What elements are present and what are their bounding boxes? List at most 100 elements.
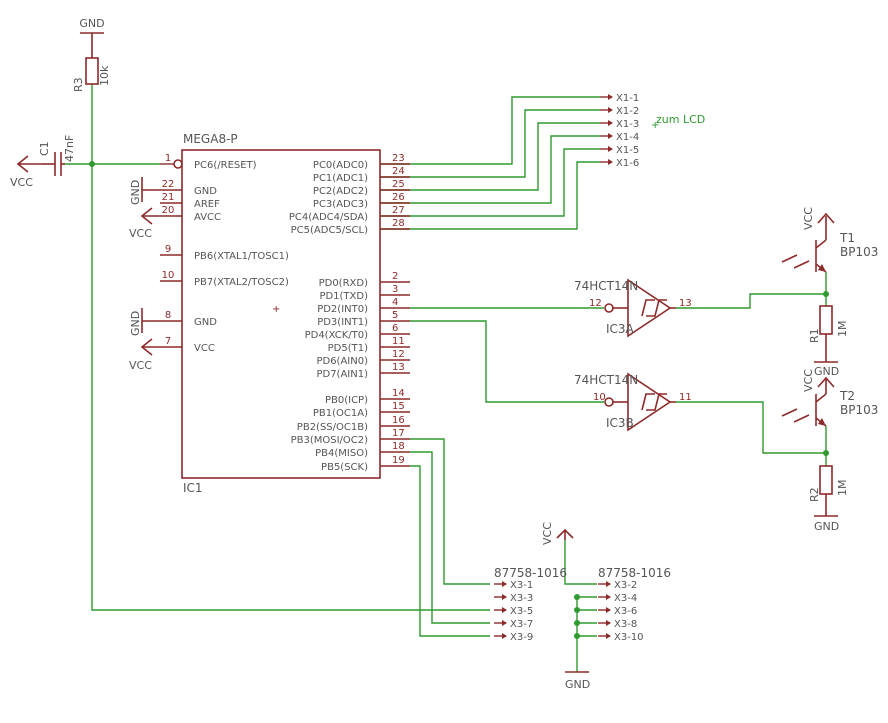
c1-value: 47nF: [63, 135, 76, 162]
c1-name: C1: [38, 141, 51, 156]
pin-label: PC0(ADC0): [313, 160, 368, 171]
ic3a-type: 74HCT14N: [574, 279, 638, 293]
connector-pin: X1-4: [600, 132, 639, 143]
ic1-type: MEGA8-P: [183, 132, 238, 146]
t2-emitter-arrow: [818, 418, 826, 426]
pin-label: X3-3: [510, 593, 533, 604]
pb5-wire: [410, 465, 490, 637]
ic3a-inversion-bubble: [604, 303, 614, 313]
x3-left-type: 87758-1016: [494, 566, 567, 580]
pb4-wire: [410, 451, 490, 624]
connector-pin: X3-10: [598, 632, 644, 643]
pin-label: PD6(AIN0): [316, 356, 368, 367]
pin-label: PB7(XTAL2/TOSC2): [194, 277, 289, 288]
connector-pin: X3-4: [598, 593, 637, 604]
ic3b-out-wire: [676, 401, 826, 454]
ic3b-type: 74HCT14N: [574, 373, 638, 387]
reset-to-x3-5-wire: [91, 164, 490, 611]
pin-label: PB1(OC1A): [313, 408, 368, 419]
pin-label: X3-10: [614, 632, 644, 643]
pin-label: PD0(RXD): [319, 278, 368, 289]
x1-note: zum LCD: [656, 113, 705, 126]
light-arrows-icon: [781, 408, 810, 423]
pin-label: X3-9: [510, 632, 533, 643]
pin-label: PB2(SS/OC1B): [297, 422, 368, 433]
pin-label: X3-5: [510, 606, 533, 617]
pin-label: X3-6: [614, 606, 637, 617]
pin-number: 1: [165, 153, 171, 164]
junction-dot: [574, 633, 580, 639]
pin-label: PC4(ADC4/SDA): [289, 212, 368, 223]
pin-label: X1-4: [616, 132, 639, 143]
vcc-label: VCC: [802, 207, 815, 230]
pin-label: X3-1: [510, 580, 533, 591]
gnd-label: GND: [79, 17, 104, 30]
pc5-wire: [380, 161, 600, 230]
connector-pin: X3-2: [598, 580, 637, 591]
pin-number: 12: [392, 349, 405, 360]
c1-capacitor: C1 47nF VCC: [10, 135, 76, 189]
connector-pin: X1-6: [600, 158, 639, 169]
ic3b-triangle: [627, 372, 672, 432]
junction-dot: [574, 607, 580, 613]
pd3-wire: [410, 320, 604, 403]
pin-label: PC5(ADC5/SCL): [291, 225, 368, 236]
pin-number: 25: [392, 179, 405, 190]
ic3b-inversion-bubble: [604, 397, 614, 407]
pin-arrow-icon: [502, 607, 507, 613]
pc3-wire: [380, 135, 600, 204]
c1-plates: [54, 152, 62, 176]
pin-number: 9: [165, 244, 171, 255]
vcc-arrow: [140, 338, 160, 356]
pin-label: X3-2: [614, 580, 637, 591]
pin-number: 11: [392, 336, 405, 347]
vcc-label: VCC: [129, 359, 152, 372]
pin-number: 22: [162, 179, 175, 190]
pin-label: PC1(ADC1): [313, 173, 368, 184]
ic3b-name: IC3B: [606, 416, 634, 430]
pin-label: PB4(MISO): [315, 448, 368, 459]
t1-value: BP103: [840, 245, 878, 259]
r2-resistor: GND R2 1M: [808, 465, 849, 533]
r2-value: 1M: [836, 480, 849, 497]
pin-label: PB6(XTAL1/TOSC1): [194, 251, 289, 262]
r3-value: 10k: [98, 65, 111, 86]
pc2-wire: [380, 122, 600, 191]
connector-pin: X3-5: [494, 606, 533, 617]
pin-arrow-icon: [608, 107, 613, 113]
x3-vcc-wire: [564, 540, 597, 585]
junction-dot: [823, 291, 829, 297]
t1-phototransistor: VCC T1 BP103: [781, 207, 878, 273]
gnd-symbol: [814, 494, 838, 517]
x1-connector: zum LCD + X1-1X1-2X1-3X1-4X1-5X1-6: [600, 93, 705, 169]
pin-number: 7: [165, 336, 171, 347]
gnd-symbol: [141, 177, 160, 202]
pin-label: PC6(/RESET): [194, 160, 257, 171]
hysteresis-icon: [641, 393, 667, 411]
pin-label: AVCC: [194, 212, 221, 223]
connector-pin: X3-8: [598, 619, 637, 630]
pin-arrow-icon: [606, 594, 611, 600]
vcc-label: VCC: [541, 522, 554, 545]
junction-dot: [574, 620, 580, 626]
connector-pin: X1-2: [600, 106, 639, 117]
t1-name: T1: [839, 231, 855, 245]
pin-number: 13: [392, 362, 405, 373]
r3-body: [85, 57, 99, 85]
pc0-wire: [380, 96, 600, 165]
ic1-left-supplies: GND VCC GND VCC: [129, 177, 160, 372]
connector-pin: X1-1: [600, 93, 639, 104]
vcc-arrow: [817, 376, 835, 388]
pin-arrow-icon: [608, 94, 613, 100]
pin-arrow-icon: [608, 146, 613, 152]
gnd-symbol: [814, 334, 838, 363]
